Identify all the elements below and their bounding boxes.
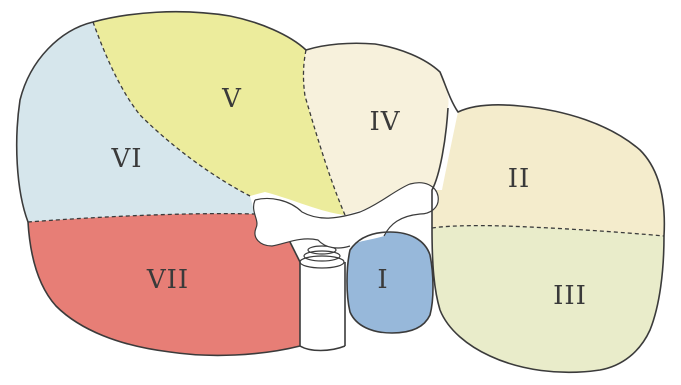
segment-iv-label: IV bbox=[369, 107, 400, 137]
segment-ii-label: II bbox=[508, 164, 531, 194]
boundary-v-iv bbox=[302, 49, 346, 216]
segment-i-label: I bbox=[377, 265, 388, 295]
boundary-ii-iii bbox=[431, 224, 665, 237]
segment-iv-region bbox=[303, 43, 449, 215]
liver-outline bbox=[15, 10, 666, 374]
segment-iii-region bbox=[432, 225, 664, 373]
vena-cava-ring bbox=[303, 250, 341, 262]
segment-ii-region bbox=[432, 104, 665, 236]
segment-i-outline bbox=[346, 231, 434, 334]
boundary-vi-vii bbox=[27, 212, 256, 223]
boundary-iv-ii bbox=[431, 107, 449, 311]
segment-v-region bbox=[93, 11, 345, 216]
segment-v-label: V bbox=[221, 84, 242, 114]
vena-cava-ring-upper bbox=[307, 245, 337, 255]
segment-iii-label: III bbox=[553, 281, 587, 311]
segment-vii-label: VII bbox=[146, 265, 189, 295]
vena-cava bbox=[300, 259, 345, 351]
portal-vein-branches bbox=[253, 182, 439, 248]
segment-vi-label: VI bbox=[110, 144, 142, 174]
portal-vein-outline bbox=[253, 182, 439, 249]
segment-vi-region bbox=[16, 22, 256, 222]
boundary-vii-right bbox=[289, 241, 301, 263]
vena-cava-outline bbox=[299, 262, 346, 346]
segment-i-region bbox=[347, 232, 433, 333]
segment-vii-region bbox=[28, 213, 300, 356]
